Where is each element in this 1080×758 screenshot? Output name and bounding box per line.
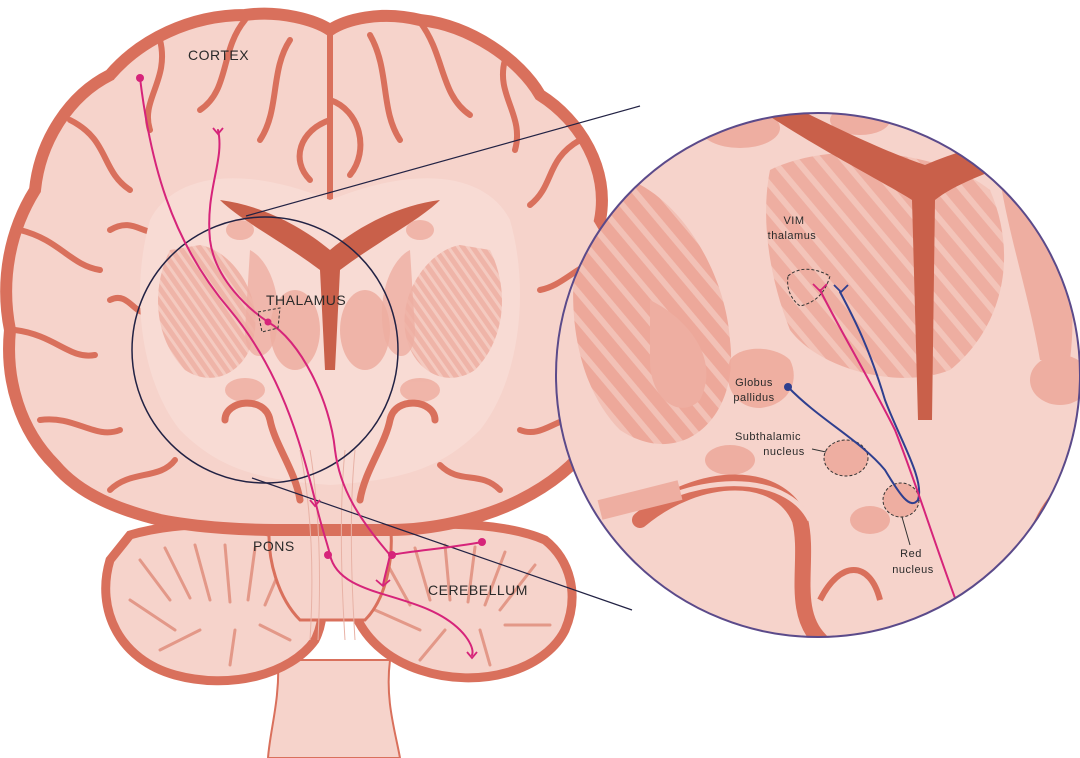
thalamic-neuron-soma (264, 318, 272, 326)
zoom-magenta-cerebello-thalamic-path (819, 289, 956, 599)
zoom-red-nucleus (882, 482, 920, 518)
brain-coronal-section (0, 7, 634, 758)
cerebellar-output-tract (389, 541, 483, 556)
pontine-neuron-soma (324, 551, 332, 559)
zoom-magenta-terminal (812, 283, 828, 293)
zoom-third-ventricle (760, 113, 1040, 420)
label-cerebellum: CEREBELLUM (428, 582, 528, 598)
cortex-to-pons-tract (139, 77, 331, 556)
synapse-terminals-left (212, 127, 478, 660)
thalamus-to-cerebellum-tract (267, 321, 391, 556)
zoom-vim-thalamus-outline (787, 268, 831, 307)
zoom-blue-pallidal-path (787, 291, 921, 505)
fiber-tracts (299, 449, 356, 641)
label-globus-line1: Globus (735, 377, 773, 389)
tremor-circuit-left (139, 77, 483, 656)
basal-ganglia-right (381, 245, 502, 378)
zoom-globus-pallidus-soma (784, 383, 792, 391)
label-globus-line2: pallidus (733, 392, 774, 404)
label-red-line1: Red (900, 548, 922, 560)
zoom-globus-pallidus (727, 348, 794, 408)
label-red-line2: nucleus (892, 564, 933, 576)
cerebellar-folia (128, 543, 552, 667)
medulla (266, 659, 402, 758)
zoomed-thalamus-view (555, 112, 1080, 638)
label-pons: PONS (253, 538, 295, 554)
label-vim-line2: thalamus (768, 230, 817, 242)
temporal-curls (221, 399, 439, 504)
neuron-somata-left (136, 74, 486, 559)
label-thalamus: THALAMUS (266, 292, 346, 308)
basal-ganglia-left (158, 245, 279, 378)
thalamus-dashed-outline-left (257, 307, 281, 333)
pons (267, 518, 393, 622)
lateral-ventricles (220, 200, 440, 370)
thalamus-blobs (225, 220, 440, 402)
cerebellum-right-lobe (343, 519, 577, 683)
cortical-neuron-soma (136, 74, 144, 82)
subthalamic-leader (811, 448, 827, 453)
pons-to-cerebellum-tract (329, 554, 474, 656)
label-cortex: CORTEX (188, 47, 249, 63)
cortical-return-tract (208, 129, 269, 323)
zoom-blue-terminal (833, 284, 849, 294)
dentate-neuron-soma (388, 551, 396, 559)
zoom-circle-border (555, 112, 1080, 638)
label-subthalamic-line1: Subthalamic (735, 431, 801, 443)
red-nucleus-leader (901, 516, 911, 546)
cortical-sulci (12, 17, 615, 493)
zoom-subthalamic-nucleus (823, 439, 869, 477)
zoom-thalamus-nuclei (766, 152, 1005, 378)
cerebellar-neuron-soma (478, 538, 486, 546)
label-subthalamic-line2: nucleus (763, 446, 804, 458)
label-vim-line1: VIM (783, 215, 804, 227)
